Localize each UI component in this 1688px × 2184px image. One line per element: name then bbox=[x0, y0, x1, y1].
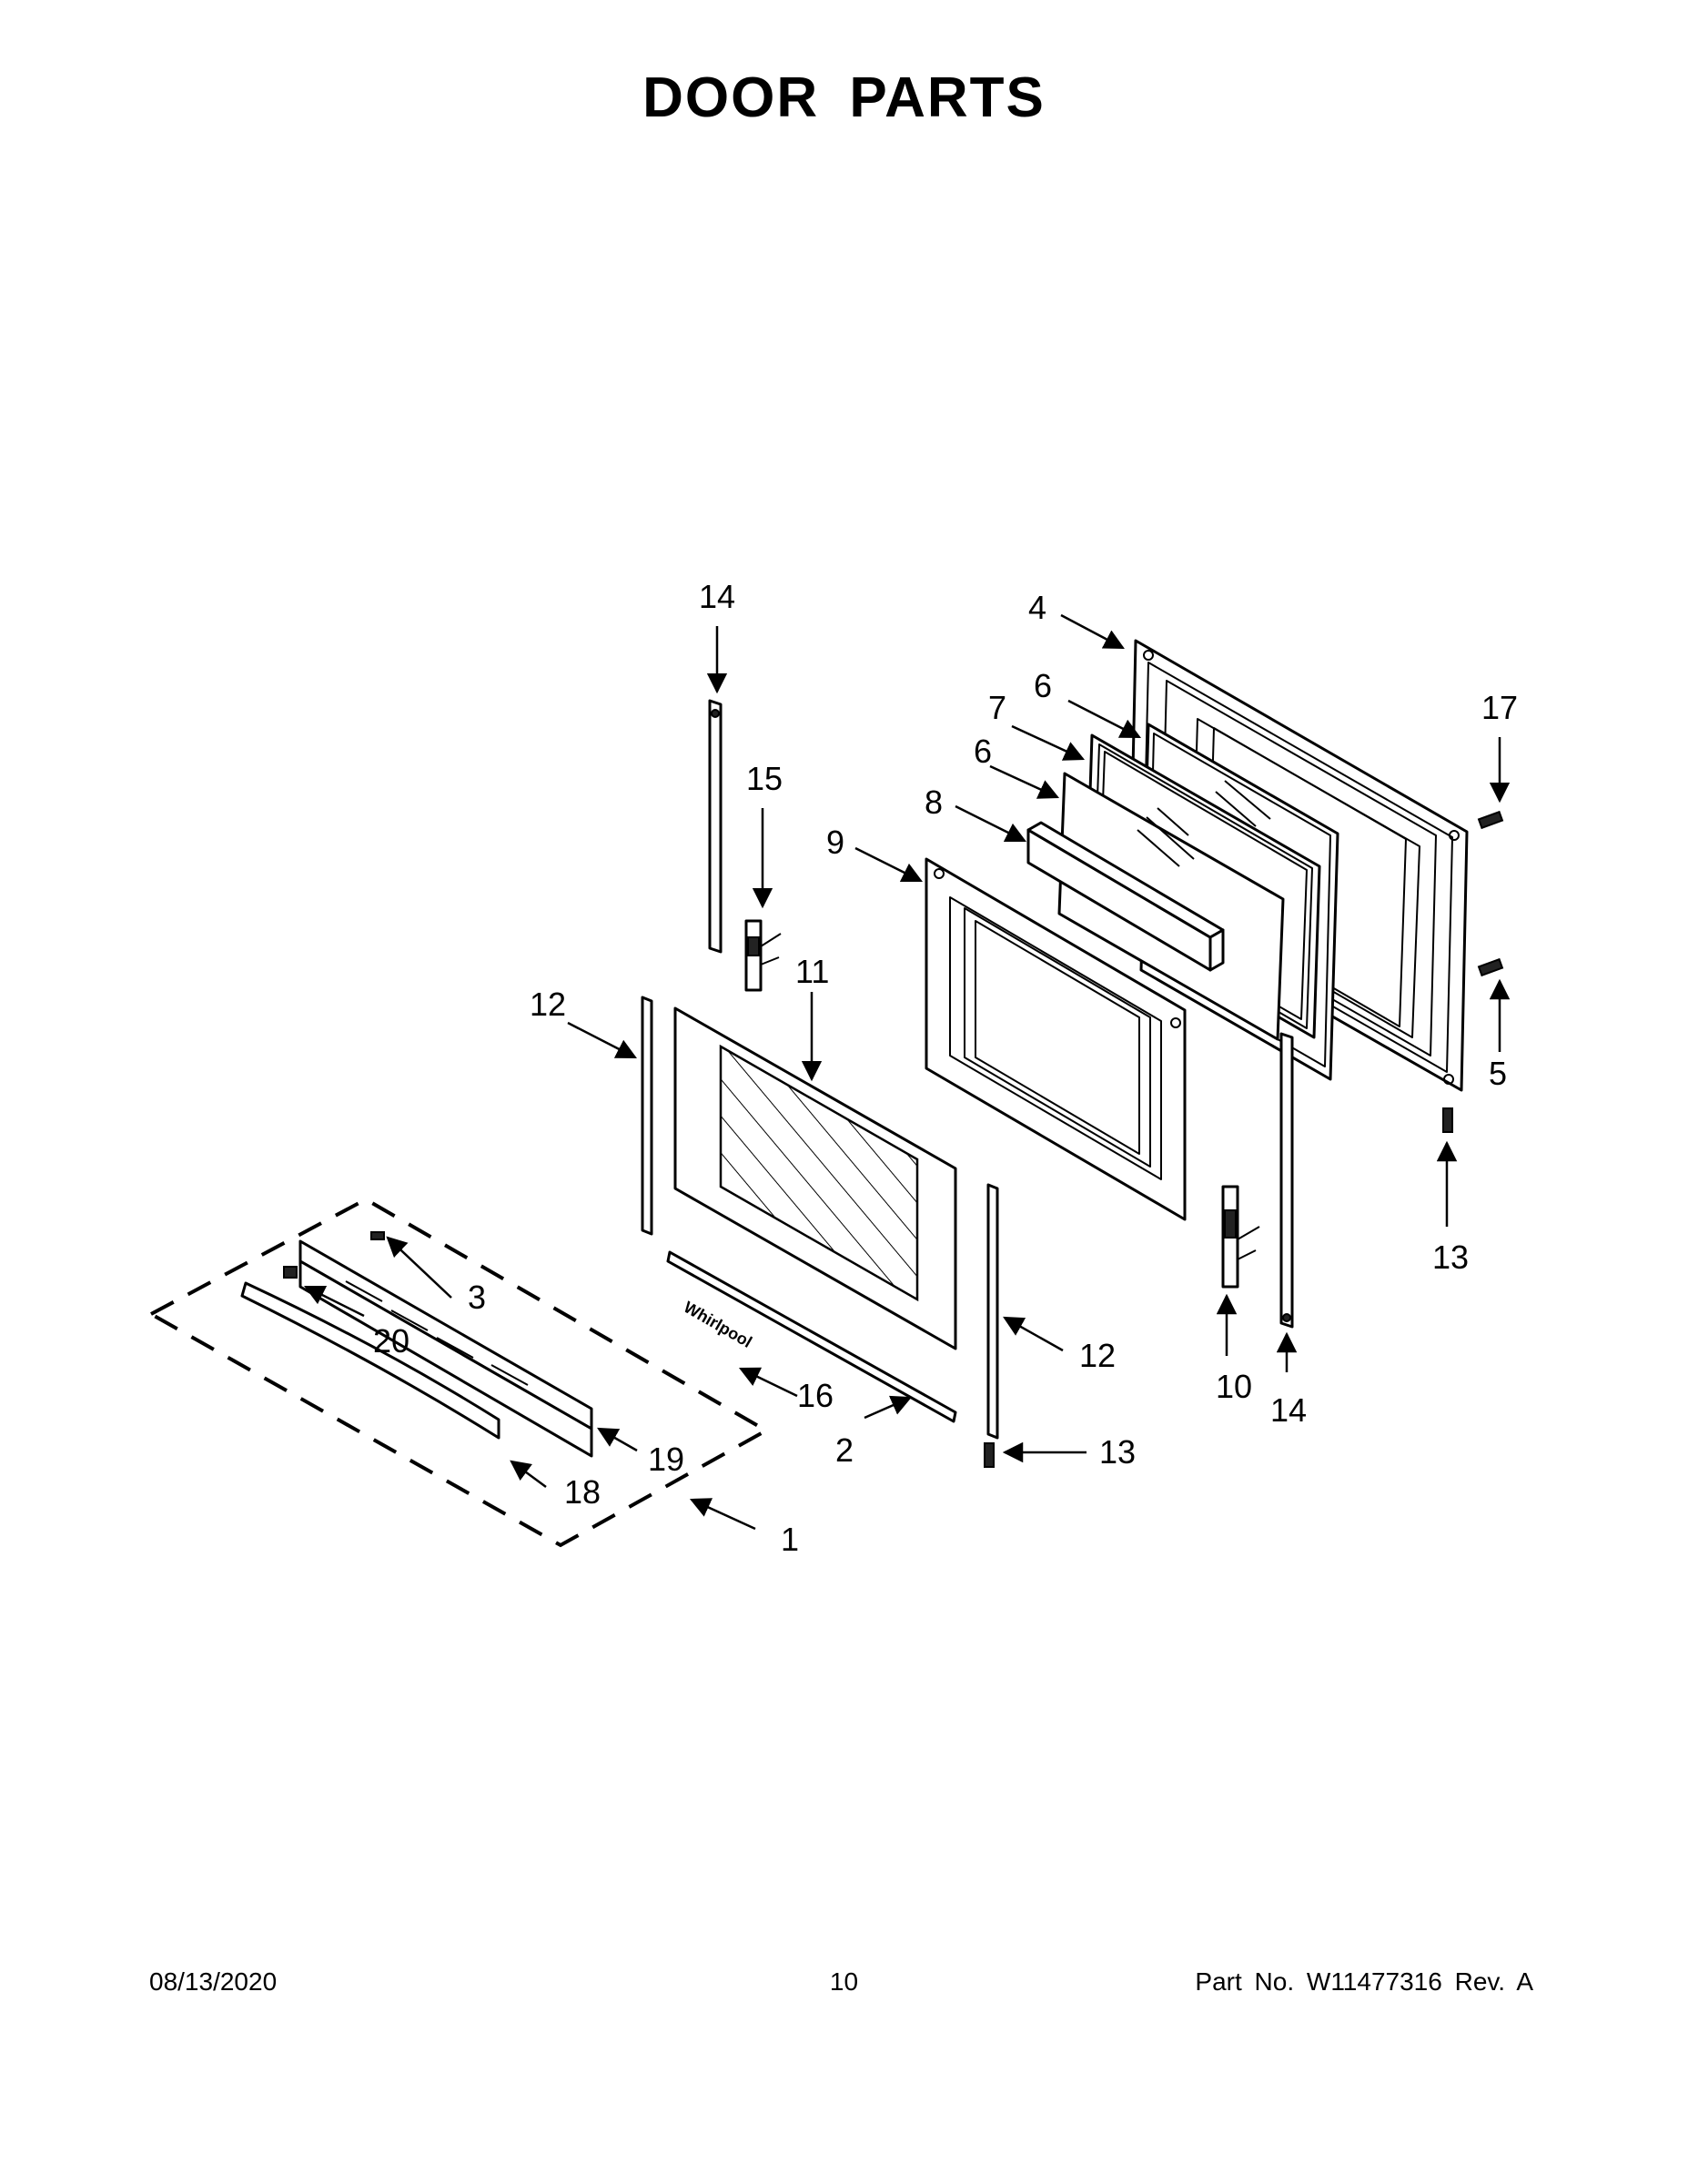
callout-20: 20 bbox=[373, 1322, 409, 1360]
door-hinge-left bbox=[744, 919, 782, 992]
callout-3: 3 bbox=[468, 1279, 486, 1316]
screw-bottom-right bbox=[1442, 1107, 1453, 1133]
callout-labels: 1 2 3 4 5 6 6 7 8 9 10 11 12 12 13 13 14… bbox=[373, 578, 1518, 1558]
page-title: DOOR PARTS bbox=[642, 66, 1046, 129]
callout-2: 2 bbox=[835, 1431, 854, 1469]
callout-14-bottom: 14 bbox=[1270, 1391, 1307, 1429]
callout-17: 17 bbox=[1481, 689, 1518, 726]
callout-8: 8 bbox=[925, 784, 943, 821]
hinge-channel-left bbox=[708, 699, 723, 954]
callout-12-left: 12 bbox=[530, 986, 566, 1023]
outer-door-glass bbox=[673, 1006, 957, 1350]
callout-13-center: 13 bbox=[1099, 1433, 1136, 1471]
callout-19: 19 bbox=[648, 1441, 684, 1478]
callout-14-top: 14 bbox=[699, 578, 735, 615]
screw-top-right bbox=[1477, 810, 1504, 830]
brand-logo: Whirlpool bbox=[681, 1298, 755, 1351]
inner-door-frame bbox=[925, 857, 1187, 1221]
callout-9: 9 bbox=[826, 824, 844, 861]
hinge-channel-right bbox=[1279, 1032, 1294, 1329]
callout-4: 4 bbox=[1028, 589, 1046, 626]
handle-assembly bbox=[147, 1197, 771, 1548]
side-trim-left bbox=[641, 996, 653, 1236]
side-trim-right bbox=[986, 1183, 999, 1440]
callout-15: 15 bbox=[746, 760, 783, 797]
callout-13-right: 13 bbox=[1432, 1239, 1469, 1276]
footer-page-number: 10 bbox=[829, 1967, 859, 1996]
callout-1: 1 bbox=[781, 1521, 799, 1558]
callout-7: 7 bbox=[988, 689, 1006, 726]
screw-side-right bbox=[1477, 957, 1504, 977]
screw-bottom-center bbox=[984, 1442, 995, 1468]
door-hinge-right bbox=[1221, 1185, 1260, 1289]
callout-6-lower: 6 bbox=[974, 733, 992, 770]
callout-12-right: 12 bbox=[1079, 1337, 1116, 1374]
callout-11: 11 bbox=[795, 953, 829, 990]
footer-date: 08/13/2020 bbox=[149, 1967, 278, 1996]
callout-10: 10 bbox=[1216, 1368, 1252, 1405]
footer-part-number: Part No. W11477316 Rev. A bbox=[1195, 1967, 1533, 1996]
callout-16: 16 bbox=[797, 1377, 834, 1414]
callout-18: 18 bbox=[564, 1473, 601, 1511]
door-insulation bbox=[1026, 821, 1225, 972]
leader-lines bbox=[303, 613, 1511, 1531]
callout-6-upper: 6 bbox=[1034, 667, 1052, 704]
callout-5: 5 bbox=[1489, 1055, 1507, 1092]
